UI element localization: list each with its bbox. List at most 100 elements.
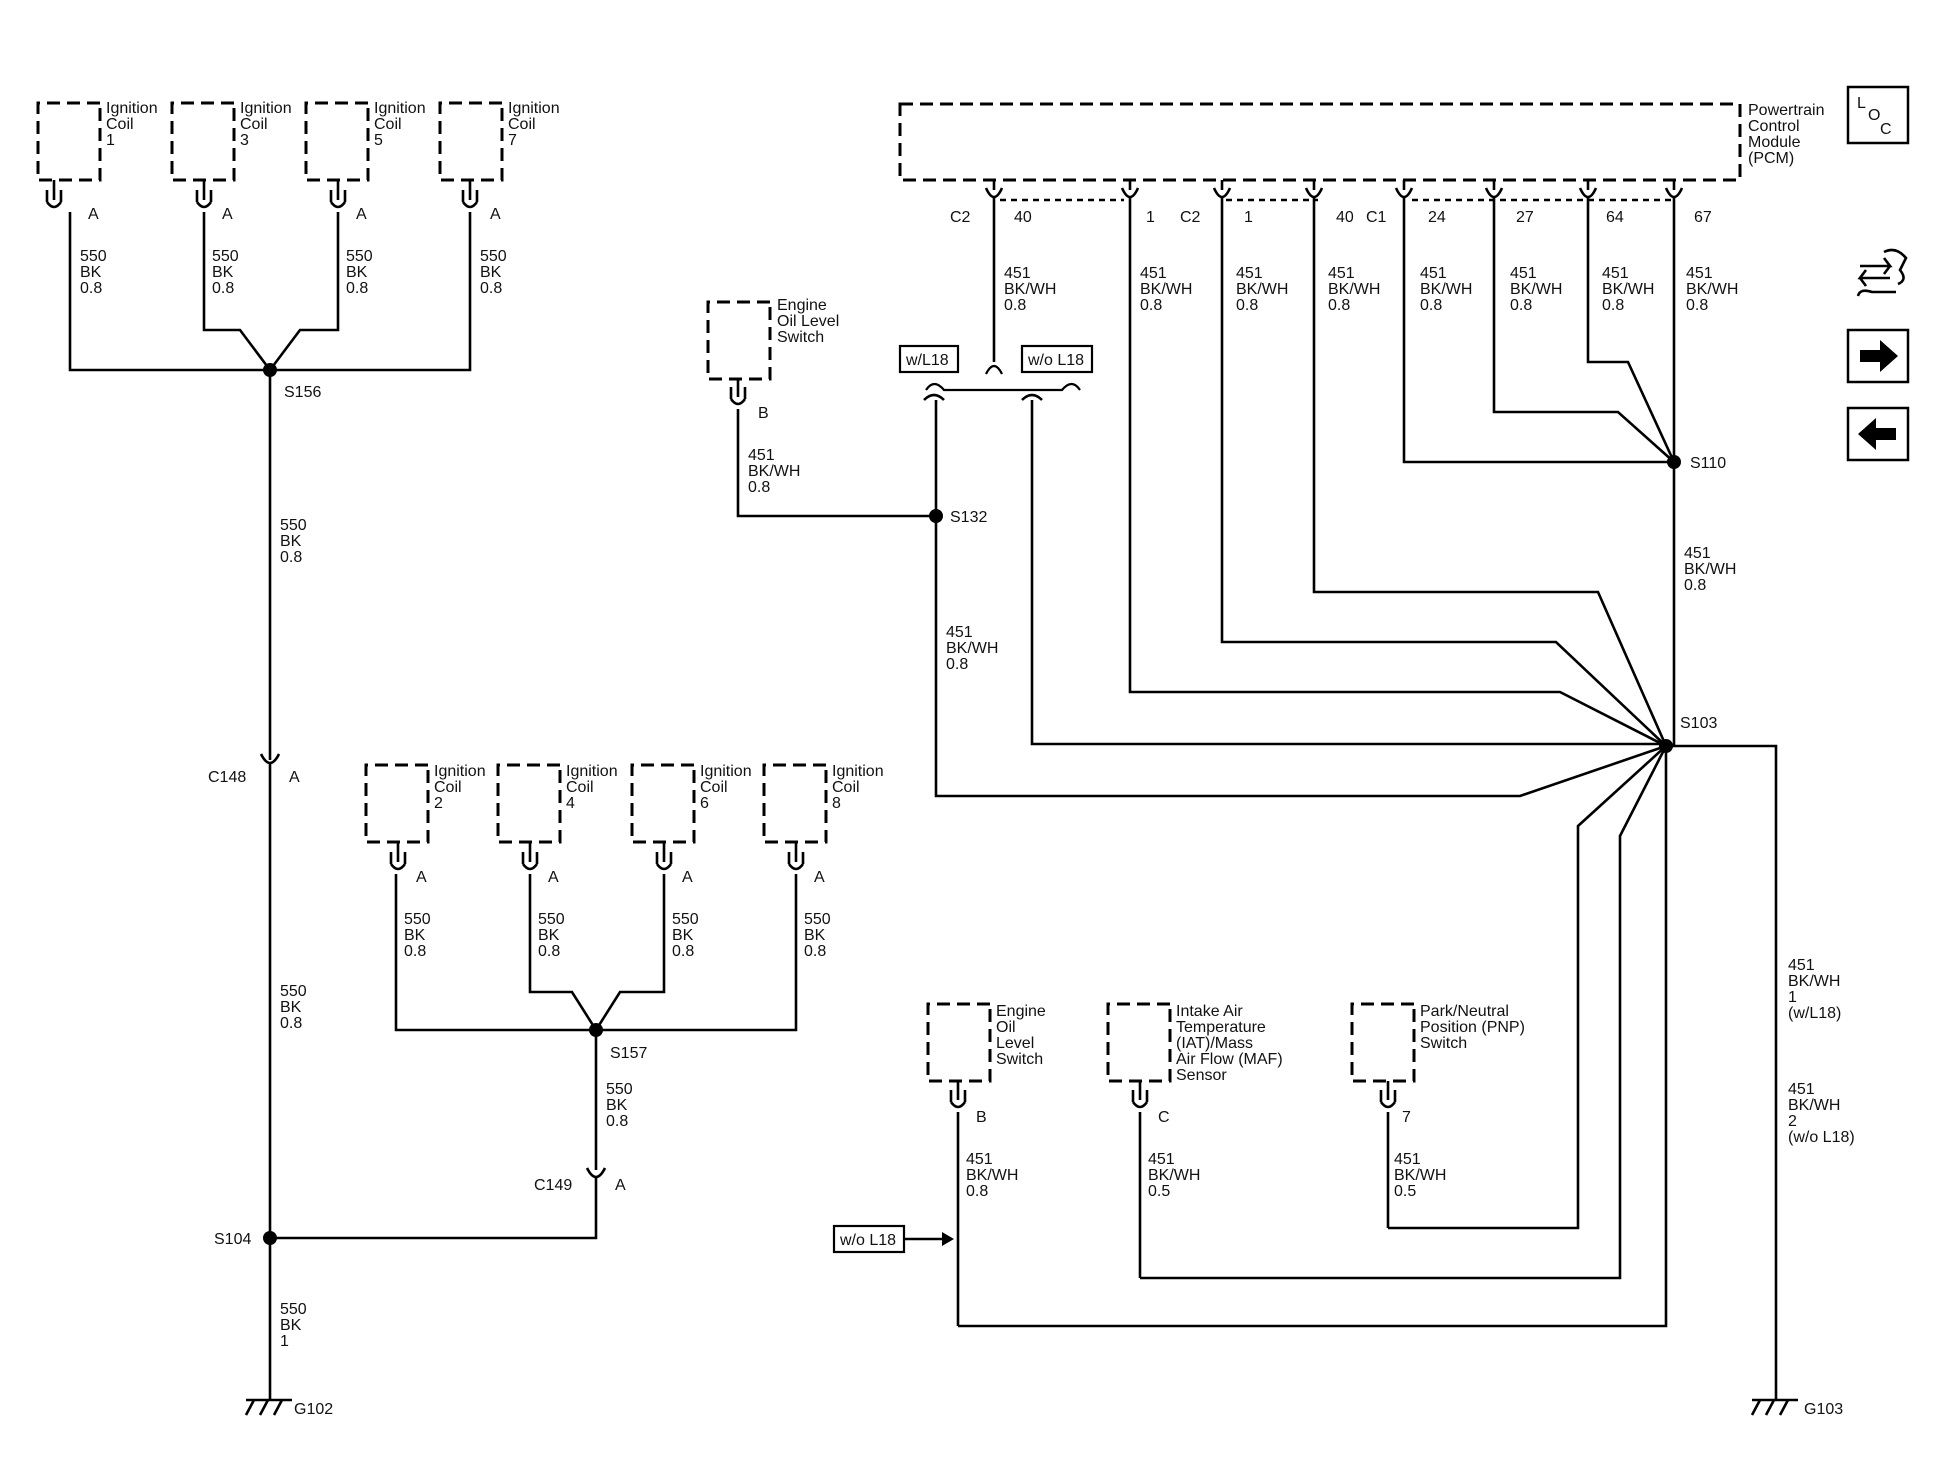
diagram-label: A bbox=[289, 769, 300, 786]
diagram-label: 0.8 bbox=[966, 1183, 988, 1200]
diagram-label: C bbox=[1158, 1109, 1170, 1126]
diagram-label: Coil bbox=[700, 779, 728, 796]
bottom-coil-harness: S157 550 BK 0.8 C149 A bbox=[270, 874, 798, 1240]
diagram-label: Ignition bbox=[508, 100, 560, 117]
pcm-pin-40: 40 451 BK/WH 0.8 bbox=[1304, 180, 1380, 314]
diagram-label: Switch bbox=[996, 1051, 1043, 1068]
component-view-icon[interactable] bbox=[1856, 248, 1908, 297]
option-without-l18 bbox=[1020, 344, 1094, 374]
diagram-label: G102 bbox=[294, 1401, 333, 1418]
loc-button[interactable]: L O C bbox=[1846, 85, 1910, 145]
diagram-label: C148 bbox=[208, 769, 246, 786]
diagram-label: BK bbox=[672, 927, 694, 944]
pcm-module: Powertrain Control Module (PCM) bbox=[898, 102, 1824, 202]
diagram-label: BK/WH bbox=[1328, 281, 1380, 298]
diagram-label: 550 bbox=[606, 1081, 633, 1098]
diagram-label: Ignition bbox=[832, 763, 884, 780]
diagram-label: A bbox=[490, 206, 501, 223]
diagram-label: S103 bbox=[1680, 715, 1717, 732]
diagram-label: 1 bbox=[106, 132, 115, 149]
option-with-l18 bbox=[898, 344, 960, 374]
diagram-label: A bbox=[682, 869, 693, 886]
diagram-label: 451 bbox=[1788, 957, 1815, 974]
diagram-label: 550 bbox=[404, 911, 431, 928]
diagram-label: C1 bbox=[1366, 209, 1387, 226]
diagram-label: 0.8 bbox=[1236, 297, 1258, 314]
diagram-label: A bbox=[814, 869, 825, 886]
diagram-label: 3 bbox=[240, 132, 249, 149]
diagram-label: Coil bbox=[566, 779, 594, 796]
diagram-label: A bbox=[615, 1177, 626, 1194]
diagram-label: BK bbox=[538, 927, 560, 944]
diagram-label: Sensor bbox=[1176, 1067, 1227, 1084]
diagram-label: 451 bbox=[1510, 265, 1537, 282]
diagram-label: Switch bbox=[777, 329, 824, 346]
diagram-label: 1 bbox=[1244, 209, 1253, 226]
diagram-label: 0.8 bbox=[280, 1015, 302, 1032]
diagram-label: 550 bbox=[212, 248, 239, 265]
diagram-label: BK bbox=[480, 264, 502, 281]
pcm-pin-c2-40: C2 40 451 BK/WH 0.8 bbox=[950, 180, 1056, 314]
diagram-label: (PCM) bbox=[1748, 150, 1794, 167]
diagram-label: 27 bbox=[1516, 209, 1534, 226]
diagram-label: 0.8 bbox=[1140, 297, 1162, 314]
diagram-label: w/L18 bbox=[905, 352, 949, 369]
diagram-label: BK bbox=[280, 533, 302, 550]
diagram-label: Air Flow (MAF) bbox=[1176, 1051, 1283, 1068]
diagram-label: 8 bbox=[832, 795, 841, 812]
without-l18-tag: w/o L18 bbox=[832, 1224, 954, 1254]
diagram-label: 5 bbox=[374, 132, 383, 149]
diagram-label: 0.8 bbox=[1686, 297, 1708, 314]
diagram-label: 1 bbox=[1788, 989, 1797, 1006]
previous-page-icon[interactable] bbox=[1846, 406, 1910, 462]
diagram-label: Level bbox=[996, 1035, 1034, 1052]
diagram-label: C2 bbox=[1180, 209, 1201, 226]
diagram-label: 0.8 bbox=[1328, 297, 1350, 314]
iat-maf-sensor: Intake Air Temperature (IAT)/Mass Air Fl… bbox=[1106, 1002, 1283, 1278]
diagram-label: 0.8 bbox=[80, 280, 102, 297]
diagram-label: 1 bbox=[1146, 209, 1155, 226]
option-selector: w/L18 w/o L18 bbox=[898, 198, 1094, 401]
diagram-label: Coil bbox=[240, 116, 268, 133]
diagram-label: Engine bbox=[996, 1003, 1046, 1020]
diagram-label: 0.8 bbox=[672, 943, 694, 960]
diagram-label: BK bbox=[804, 927, 826, 944]
diagram-label: 2 bbox=[434, 795, 443, 812]
diagram-label: 550 bbox=[280, 517, 307, 534]
diagram-label: BK bbox=[346, 264, 368, 281]
diagram-label: BK/WH bbox=[1148, 1167, 1200, 1184]
ground-symbol-g103 bbox=[1750, 1398, 1798, 1416]
diagram-label: B bbox=[758, 405, 769, 422]
connector-c148 bbox=[259, 742, 281, 765]
diagram-label: 4 bbox=[566, 795, 575, 812]
diagram-label: 451 bbox=[1788, 1081, 1815, 1098]
ground-trunk-g102: 550 BK 0.8 C148 A 550 BK 0.8 S104 550 BK… bbox=[208, 370, 333, 1418]
diagram-label: S157 bbox=[610, 1045, 647, 1062]
diagram-label: Coil bbox=[832, 779, 860, 796]
diagram-label: Intake Air bbox=[1176, 1003, 1243, 1020]
splice-s110 bbox=[1667, 455, 1681, 469]
diagram-label: 550 bbox=[672, 911, 699, 928]
diagram-label: Oil Level bbox=[777, 313, 839, 330]
diagram-label: A bbox=[356, 206, 367, 223]
diagram-label: 550 bbox=[538, 911, 565, 928]
diagram-label: S132 bbox=[950, 509, 987, 526]
diagram-label: Ignition bbox=[374, 100, 426, 117]
diagram-label: 451 bbox=[1420, 265, 1447, 282]
diagram-label: 451 bbox=[1684, 545, 1711, 562]
diagram-label: O bbox=[1868, 107, 1880, 124]
diagram-label: 451 bbox=[1328, 265, 1355, 282]
diagram-label: BK/WH bbox=[1140, 281, 1192, 298]
connector-c149 bbox=[585, 1158, 607, 1179]
diagram-label: BK/WH bbox=[1420, 281, 1472, 298]
diagram-label: BK/WH bbox=[1236, 281, 1288, 298]
diagram-label: BK bbox=[606, 1097, 628, 1114]
diagram-label: (IAT)/Mass bbox=[1176, 1035, 1253, 1052]
diagram-label: 451 bbox=[1148, 1151, 1175, 1168]
diagram-label: S156 bbox=[284, 384, 321, 401]
next-page-icon[interactable] bbox=[1846, 328, 1910, 384]
diagram-label: 2 bbox=[1788, 1113, 1797, 1130]
diagram-label: 0.8 bbox=[404, 943, 426, 960]
diagram-label: w/o L18 bbox=[839, 1232, 896, 1249]
diagram-label: 0.8 bbox=[1510, 297, 1532, 314]
